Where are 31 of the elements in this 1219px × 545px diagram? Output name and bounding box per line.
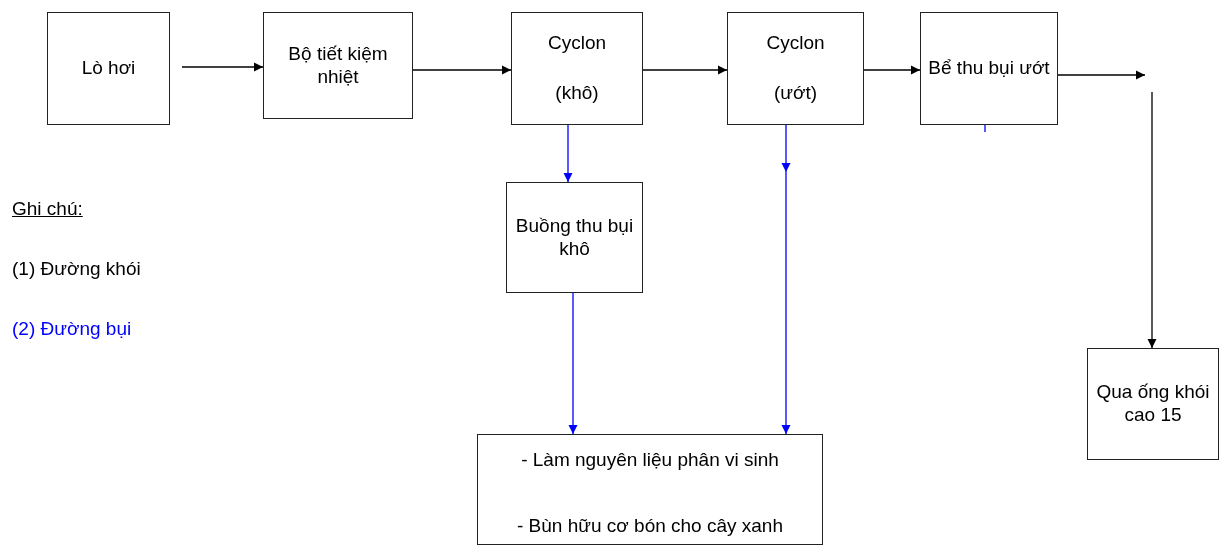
process-box [47, 12, 170, 125]
box-text: Qua ống khói cao 15 [1095, 381, 1211, 427]
arrow [412, 65, 512, 75]
box-text: (khô) [555, 81, 599, 105]
arrow [1057, 70, 1146, 80]
process-box [477, 434, 823, 545]
arrow [642, 65, 728, 75]
arrow [863, 65, 921, 75]
process-box [727, 12, 864, 125]
box-text: - Làm nguyên liệu phân vi sinh [521, 449, 779, 472]
arrow [568, 292, 578, 435]
arrow [563, 124, 573, 183]
process-box [920, 12, 1058, 125]
legend-item: (2) Đường bụi [12, 318, 132, 340]
legend-title: Ghi chú: [12, 198, 83, 220]
process-box [1087, 348, 1219, 460]
process-box [511, 12, 643, 125]
box-text: (ướt) [773, 81, 818, 105]
box-text: Cyclon [766, 32, 825, 56]
process-box [506, 182, 643, 293]
arrow [1147, 91, 1157, 349]
box-text: Bộ tiết kiệm nhiệt [287, 42, 389, 89]
box-text: Bể thu bụi ướt [928, 57, 1050, 80]
process-box [263, 12, 413, 119]
arrow [181, 62, 264, 72]
box-text: Cyclon [547, 32, 607, 56]
arrow [781, 124, 791, 435]
box-text: Lò hơi [81, 57, 136, 80]
legend-item: (1) Đường khói [12, 258, 141, 280]
box-text: - Bùn hữu cơ bón cho cây xanh [517, 515, 783, 538]
box-text: Buồng thu bụi khô [514, 214, 635, 261]
